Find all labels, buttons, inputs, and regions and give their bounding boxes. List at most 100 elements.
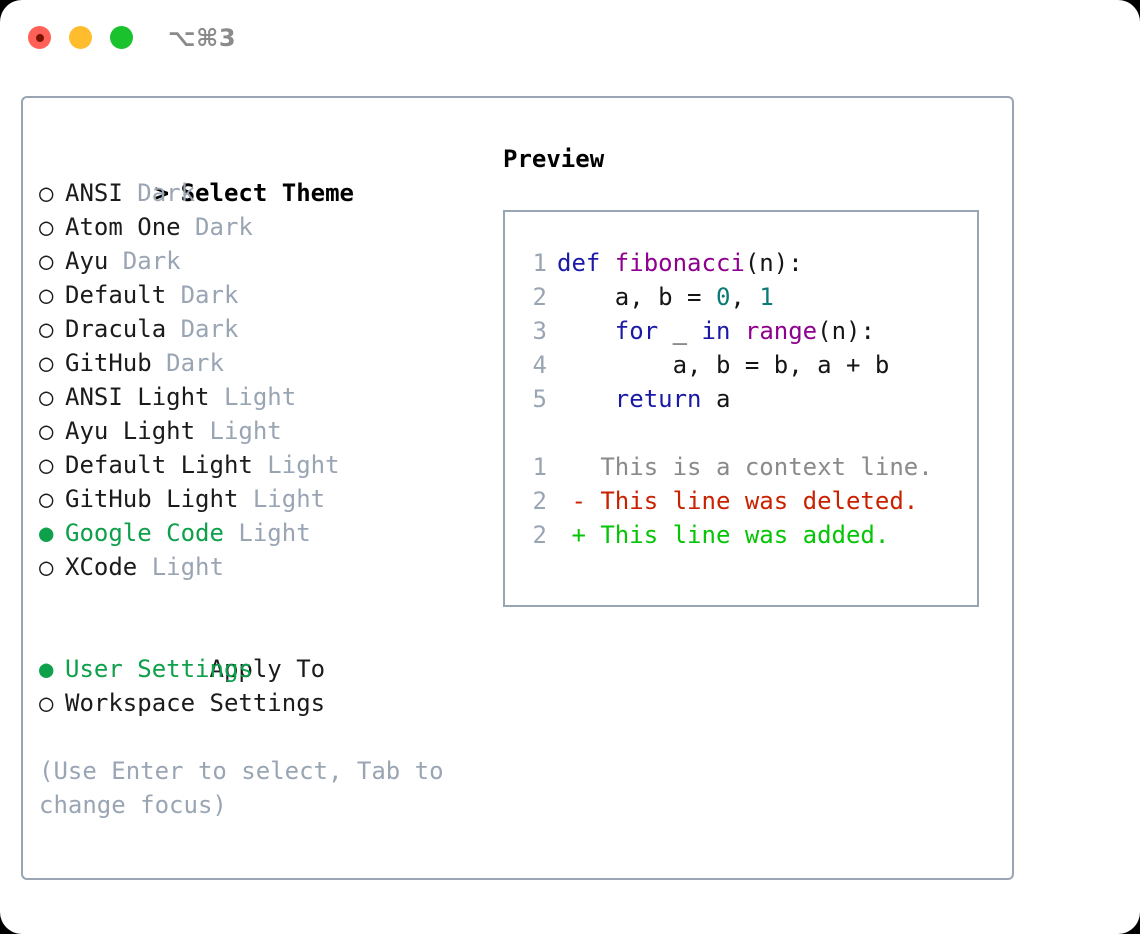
theme-name-label: Default — [65, 281, 181, 309]
theme-list-item[interactable]: ○ Default Dark — [39, 278, 489, 312]
theme-name-label: Dracula — [65, 315, 181, 343]
minimize-button[interactable] — [69, 26, 92, 49]
code-line: 4 a, b = b, a + b — [505, 348, 977, 382]
line-number: 4 — [532, 351, 547, 379]
apply-to-header: Apply To — [39, 618, 489, 683]
radio-unselected-icon[interactable]: ○ — [39, 213, 54, 241]
line-number: 1 — [532, 453, 547, 481]
radio-unselected-icon[interactable]: ○ — [39, 281, 54, 309]
theme-list-item[interactable]: ○ Ayu Dark — [39, 244, 489, 278]
code-token-txt — [730, 317, 744, 345]
apply-to-item[interactable]: ● User Settings — [39, 652, 489, 686]
theme-list-item[interactable]: ○GitHub Light Light — [39, 482, 489, 516]
theme-kind-label: Dark — [180, 281, 239, 309]
theme-name-label: ANSI — [65, 179, 138, 207]
line-number: 1 — [532, 249, 547, 277]
theme-name-label: Google Code — [65, 519, 239, 547]
keyboard-hint-text: (Use Enter to select, Tab to change focu… — [39, 757, 444, 819]
theme-name-label: ANSI Light — [65, 383, 224, 411]
radio-unselected-icon[interactable]: ○ — [39, 485, 54, 513]
code-token-txt: (n): — [817, 317, 875, 345]
apply-to-list: ● User Settings ○ Workspace Settings — [39, 652, 489, 720]
radio-unselected-icon[interactable]: ○ — [39, 417, 54, 445]
radio-unselected-icon[interactable]: ○ — [39, 689, 54, 717]
theme-kind-label: Dark — [180, 315, 239, 343]
theme-list: ○ ANSI Dark ○ Atom One Dark ○ Ayu Dark ○ Defaul… — [39, 176, 489, 584]
theme-list-item[interactable]: ○ Dracula Dark — [39, 312, 489, 346]
theme-list-item[interactable]: ○ ANSI Dark — [39, 176, 489, 210]
theme-name-label: Ayu — [65, 247, 123, 275]
radio-selected-icon[interactable]: ● — [39, 655, 54, 683]
line-number: 2 — [532, 283, 547, 311]
diff-line: 2 + This line was added. — [505, 518, 977, 552]
code-token-num: 1 — [759, 283, 774, 311]
code-token-txt: a, b = — [557, 283, 716, 311]
theme-picker-header: > Select Theme — [39, 142, 489, 207]
theme-list-item[interactable]: ○Atom One Dark — [39, 210, 489, 244]
radio-unselected-icon[interactable]: ○ — [39, 179, 54, 207]
theme-kind-label: Light — [151, 553, 224, 581]
code-token-kw: def — [557, 249, 615, 277]
theme-name-label: GitHub Light — [65, 485, 253, 513]
apply-to-label: User Settings — [65, 655, 253, 683]
radio-unselected-icon[interactable]: ○ — [39, 349, 54, 377]
keyboard-shortcut-label: ⌥⌘3 — [168, 24, 237, 52]
theme-picker-column: >Select Theme ○ANSI Dark○Atom One Dark○A… — [39, 142, 489, 822]
code-spacer — [505, 416, 977, 450]
code-token-txt — [557, 385, 615, 413]
dialog-panel: >Select Theme ○ANSI Dark○Atom One Dark○A… — [21, 96, 1014, 880]
diff-line-text: - This line was deleted. — [557, 487, 919, 515]
code-token-num: 0 — [715, 283, 731, 311]
theme-name-label: Default Light — [65, 451, 268, 479]
theme-list-item[interactable]: ○ XCode Light — [39, 550, 489, 584]
close-button[interactable] — [28, 26, 51, 49]
theme-kind-label: Dark — [122, 247, 181, 275]
code-line: 2 a, b = 0, 1 — [505, 280, 977, 314]
radio-unselected-icon[interactable]: ○ — [39, 383, 54, 411]
diff-line-text: + This line was added. — [557, 521, 890, 549]
diff-line-text: This is a context line. — [557, 453, 933, 481]
theme-list-item[interactable]: ○ANSI Light Light — [39, 380, 489, 414]
code-token-kw: return — [614, 385, 702, 413]
diff-line: 2 - This line was deleted. — [505, 484, 977, 518]
diff-line: 1 This is a context line. — [505, 450, 977, 484]
diff-sample: 1 This is a context line.2 - This line w… — [505, 450, 977, 552]
code-token-txt: a — [701, 385, 731, 413]
theme-kind-label: Light — [209, 417, 282, 445]
radio-unselected-icon[interactable]: ○ — [39, 451, 54, 479]
radio-unselected-icon[interactable]: ○ — [39, 553, 54, 581]
line-number: 2 — [532, 521, 547, 549]
apply-to-header-label: Apply To — [209, 655, 326, 683]
zoom-button[interactable] — [110, 26, 133, 49]
apply-to-item[interactable]: ○ Workspace Settings — [39, 686, 489, 720]
theme-kind-label: Light — [238, 519, 311, 547]
theme-list-item[interactable]: ○ Ayu Light Light — [39, 414, 489, 448]
theme-picker-header-label: Select Theme — [180, 179, 354, 207]
apply-to-label: Workspace Settings — [65, 689, 326, 717]
theme-kind-label: Dark — [137, 179, 196, 207]
code-token-txt: _ — [658, 317, 702, 345]
radio-unselected-icon[interactable]: ○ — [39, 247, 54, 275]
theme-list-item[interactable]: ● Google Code Light — [39, 516, 489, 550]
code-token-txt: a, b = b, a + b — [557, 351, 890, 379]
apply-to-group: Apply To ● User Settings ○ Workspace Settin… — [39, 618, 489, 720]
preview-title: Preview — [503, 145, 605, 173]
theme-name-label: Ayu Light — [65, 417, 210, 445]
radio-unselected-icon[interactable]: ○ — [39, 315, 54, 343]
theme-list-item[interactable]: ○ Default Light Light — [39, 448, 489, 482]
line-number: 2 — [532, 487, 547, 515]
radio-selected-icon[interactable]: ● — [39, 519, 54, 547]
theme-kind-label: Light — [267, 451, 340, 479]
theme-kind-label: Dark — [166, 349, 224, 377]
line-number: 3 — [532, 317, 547, 345]
code-token-txt — [557, 317, 615, 345]
theme-name-label: Atom One — [65, 213, 196, 241]
theme-list-item[interactable]: ○GitHub Dark — [39, 346, 489, 380]
code-token-txt: , — [730, 283, 760, 311]
theme-name-label: XCode — [65, 553, 152, 581]
code-line: 3 for _ in range(n): — [505, 314, 977, 348]
prompt-caret-icon: > — [154, 179, 170, 207]
